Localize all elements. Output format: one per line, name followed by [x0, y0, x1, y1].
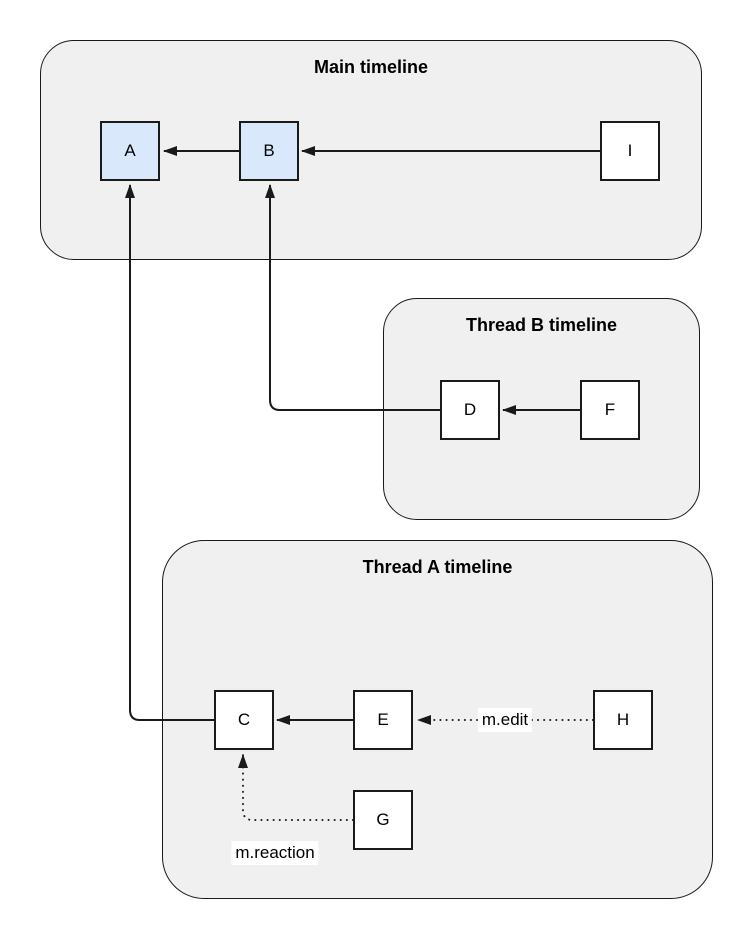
node-f: F — [580, 380, 640, 440]
node-e: E — [353, 690, 413, 750]
node-g: G — [353, 790, 413, 850]
node-i: I — [600, 121, 660, 181]
thread-b-timeline-title: Thread B timeline — [465, 315, 618, 335]
container-thread-b-timeline: Thread B timeline — [383, 298, 700, 520]
node-b: B — [239, 121, 299, 181]
main-timeline-title: Main timeline — [313, 57, 429, 77]
node-h: H — [593, 690, 653, 750]
edge-label-m-edit: m.edit — [477, 708, 533, 732]
thread-a-timeline-title: Thread A timeline — [362, 557, 513, 577]
node-a: A — [100, 121, 160, 181]
edge-label-m-reaction: m.reaction — [231, 841, 319, 865]
node-d: D — [440, 380, 500, 440]
node-c: C — [214, 690, 274, 750]
